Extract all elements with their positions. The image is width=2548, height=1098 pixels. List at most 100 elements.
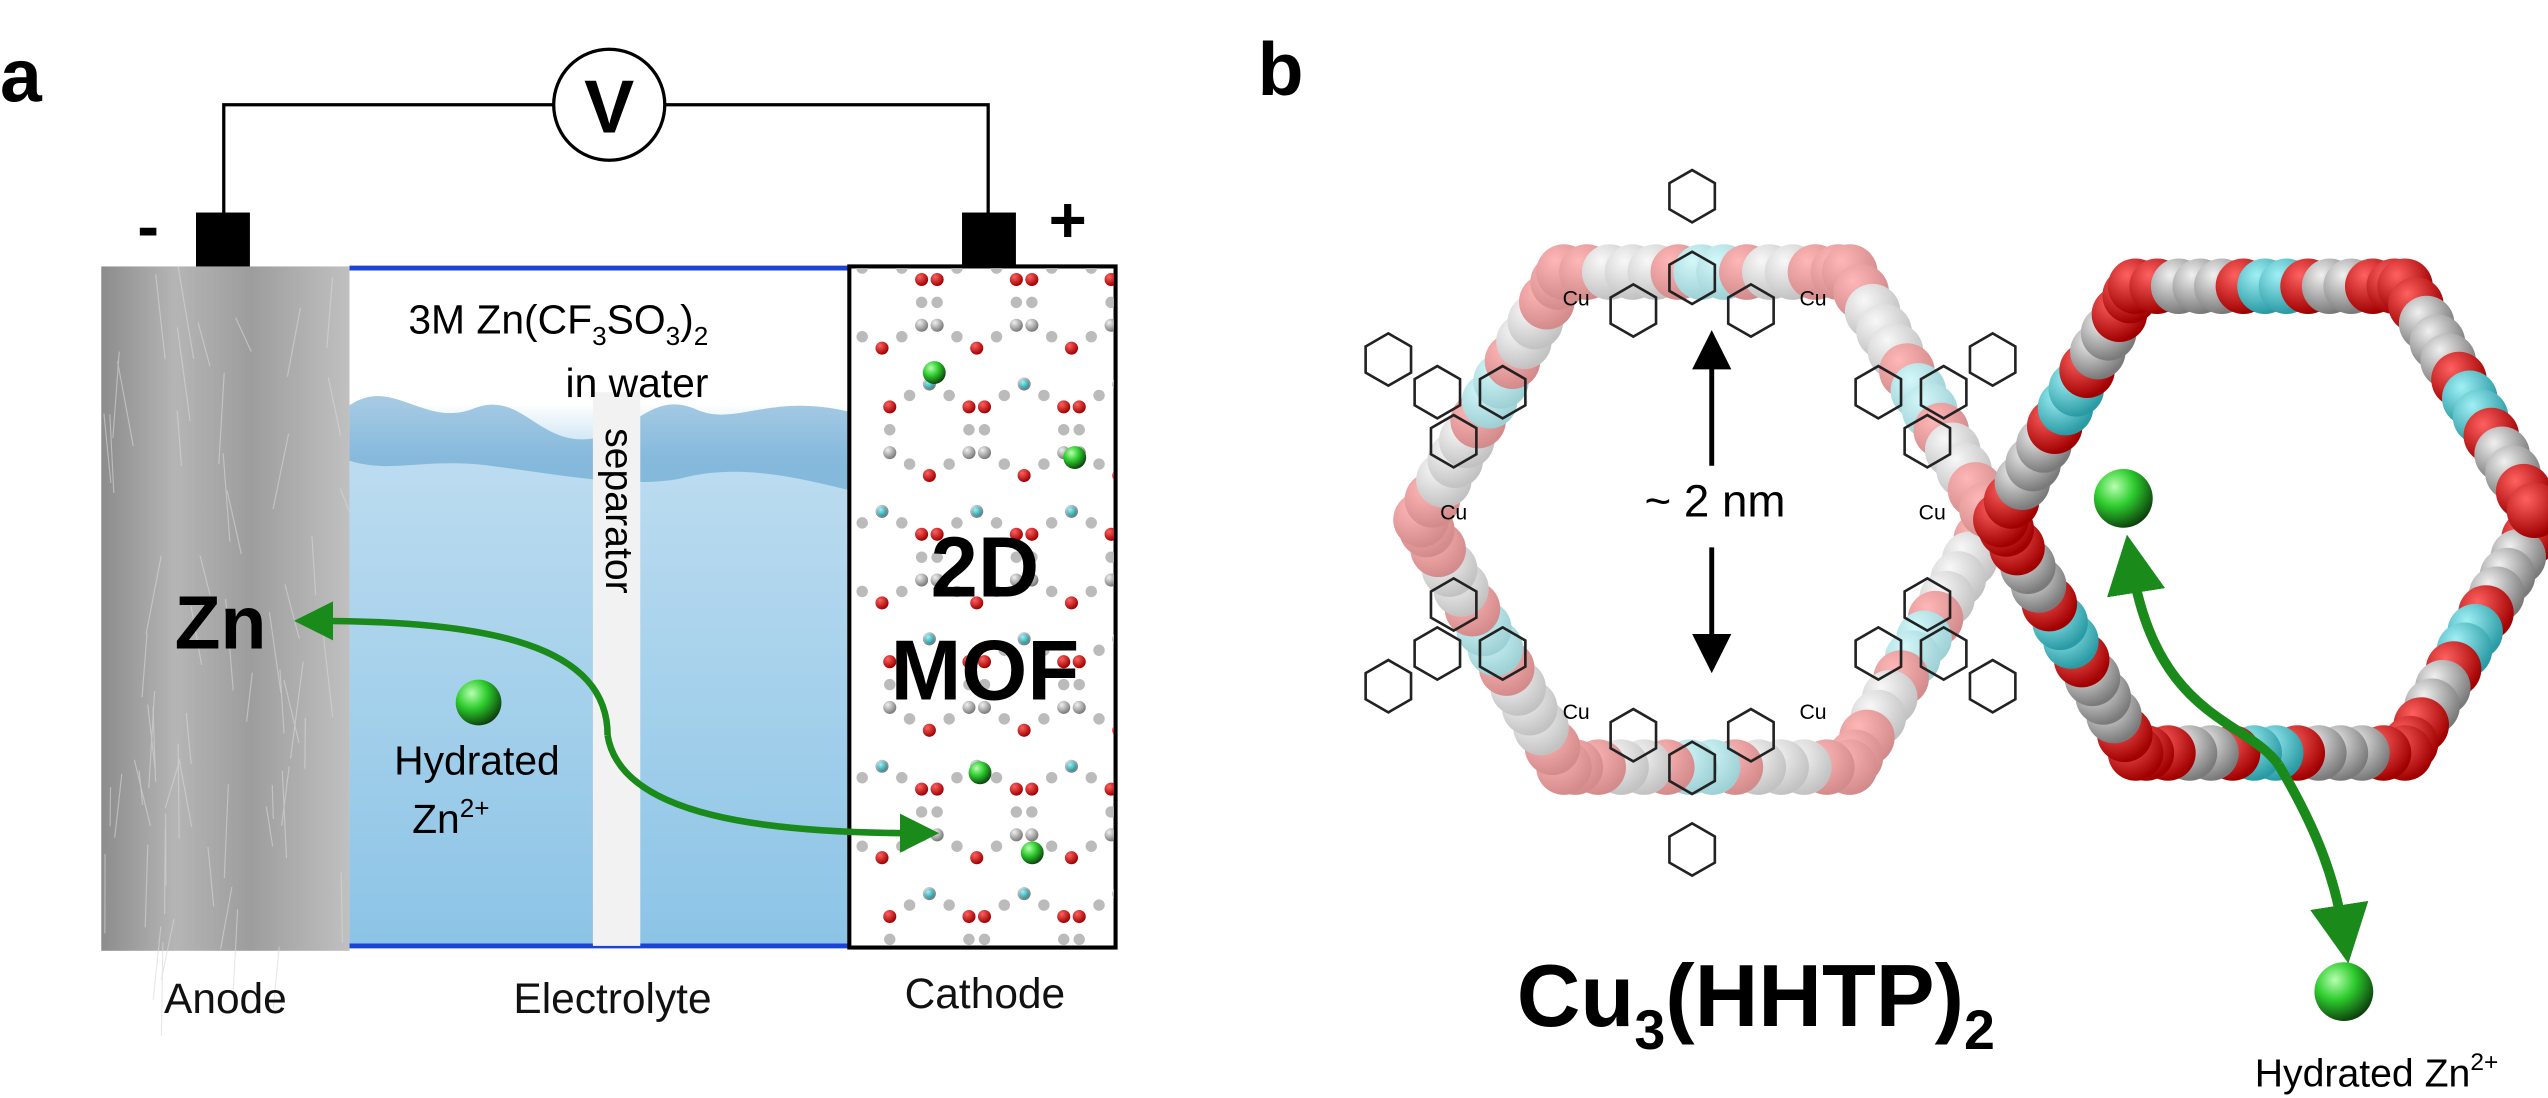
- mof-atom: [1046, 841, 1057, 852]
- cu-node: Cu: [1919, 502, 1946, 525]
- mof-atom: [1141, 772, 1152, 783]
- mof-atom: [1228, 645, 1239, 656]
- mof-atom: [1228, 713, 1239, 724]
- benzene-ring: [1970, 333, 2015, 385]
- mof-atom: [1073, 956, 1086, 969]
- mof-atom: [1247, 956, 1260, 969]
- mof-cu-atom: [1161, 761, 1171, 771]
- mof-atom: [1141, 262, 1152, 273]
- anode-zn-text: Zn: [175, 581, 267, 665]
- mof-atom: [1152, 701, 1165, 714]
- mof-atom: [1152, 400, 1165, 413]
- separator-label: separator: [597, 428, 640, 594]
- mof-atom: [970, 851, 983, 864]
- cathode-mof-text: MOF: [891, 622, 1080, 717]
- mof-atom: [1133, 968, 1144, 979]
- mof-atom: [978, 446, 991, 459]
- mof-atom: [1141, 331, 1152, 342]
- mof-atom: [1247, 424, 1258, 435]
- mof-atom: [875, 342, 888, 355]
- mof-atom: [1010, 783, 1023, 796]
- mof-atom: [896, 517, 907, 528]
- mof-atom: [1200, 297, 1211, 308]
- mof-atom: [883, 400, 896, 413]
- svg-text:Cu: Cu: [1799, 288, 1826, 311]
- mof-atom: [1058, 934, 1069, 945]
- mof-atom: [943, 458, 954, 469]
- mof-atom: [991, 841, 1002, 852]
- mof-atom: [1180, 586, 1191, 597]
- mof-atom: [1188, 968, 1199, 979]
- mof-atom: [1188, 458, 1199, 469]
- mof-atom: [1011, 297, 1022, 308]
- mof-atom: [856, 841, 867, 852]
- mof-atom: [1025, 319, 1038, 332]
- voltmeter-label: V: [584, 65, 634, 149]
- mof-atom: [1120, 574, 1133, 587]
- mof-atom: [875, 596, 888, 609]
- mof-atom: [1207, 724, 1220, 737]
- mof-atom: [1207, 378, 1220, 391]
- mof-atom: [916, 551, 927, 562]
- texture-line: [305, 718, 306, 769]
- mof-atom: [962, 956, 975, 969]
- mof-atom: [1093, 713, 1104, 724]
- mof-atom: [1188, 899, 1199, 910]
- mof-atom: [1046, 517, 1057, 528]
- mof-atom: [1025, 273, 1038, 286]
- mof-atom: [1120, 783, 1133, 796]
- mof-atom: [904, 390, 915, 401]
- mof-atom: [883, 910, 896, 923]
- mof-cu-atom: [1209, 634, 1219, 644]
- mof-atom: [875, 250, 888, 263]
- mof-atom: [1038, 458, 1049, 469]
- mof-atom: [1180, 517, 1191, 528]
- mof-atom: [999, 899, 1010, 910]
- mof-atom: [1167, 701, 1180, 714]
- mof-atom: [931, 828, 944, 841]
- mof-atom: [1247, 910, 1260, 923]
- mof-atom: [991, 331, 1002, 342]
- mof-atom: [963, 424, 974, 435]
- mof-atom: [1247, 446, 1260, 459]
- mof-atom: [1160, 851, 1173, 864]
- mof-atom: [1120, 528, 1133, 541]
- zn-ion-in-mof: [1063, 446, 1086, 469]
- svg-text:Cu: Cu: [1440, 502, 1467, 525]
- mof-atom: [1121, 551, 1132, 562]
- benzene-ring: [1366, 333, 1411, 385]
- mof-atom: [1228, 968, 1239, 979]
- mof-atom: [1046, 331, 1057, 342]
- cu-node: Cu: [1440, 502, 1467, 525]
- panel-a-label: a: [0, 33, 43, 117]
- mof-atom: [856, 331, 867, 342]
- pore-size-label: ~ 2 nm: [1644, 475, 1785, 526]
- mof-cu-atom: [1209, 379, 1219, 389]
- mof-atom: [1010, 319, 1023, 332]
- mof-atom: [1167, 956, 1180, 969]
- mof-cu-atom: [1067, 507, 1077, 517]
- mof-atom: [1046, 772, 1057, 783]
- svg-text:Cu: Cu: [1919, 502, 1946, 525]
- electrolyte: separator 3M Zn(CF3SO3)2 in water Hydrat…: [350, 268, 850, 946]
- benzene-ring: [1669, 170, 1714, 222]
- mof-atom: [1121, 297, 1132, 308]
- mof-atom: [1152, 910, 1165, 923]
- mof-atom: [1120, 828, 1133, 841]
- mof-cu-atom: [1161, 252, 1171, 262]
- panel-b-label: b: [1258, 27, 1304, 111]
- zn-ion-in-mof: [969, 761, 992, 784]
- mof-atom: [1199, 574, 1212, 587]
- mof-atom: [1167, 655, 1180, 668]
- ion-label-hydrated: Hydrated: [394, 737, 560, 783]
- mof-cu-atom: [972, 507, 982, 517]
- mof-atom: [1011, 806, 1022, 817]
- cu-node: Cu: [1563, 701, 1590, 724]
- mof-atom: [1153, 424, 1164, 435]
- benzene-ring: [1669, 823, 1714, 875]
- mof-atom: [1180, 841, 1191, 852]
- mof-atom: [896, 772, 907, 783]
- mof-atom: [978, 400, 991, 413]
- mof-atom: [1018, 724, 1031, 737]
